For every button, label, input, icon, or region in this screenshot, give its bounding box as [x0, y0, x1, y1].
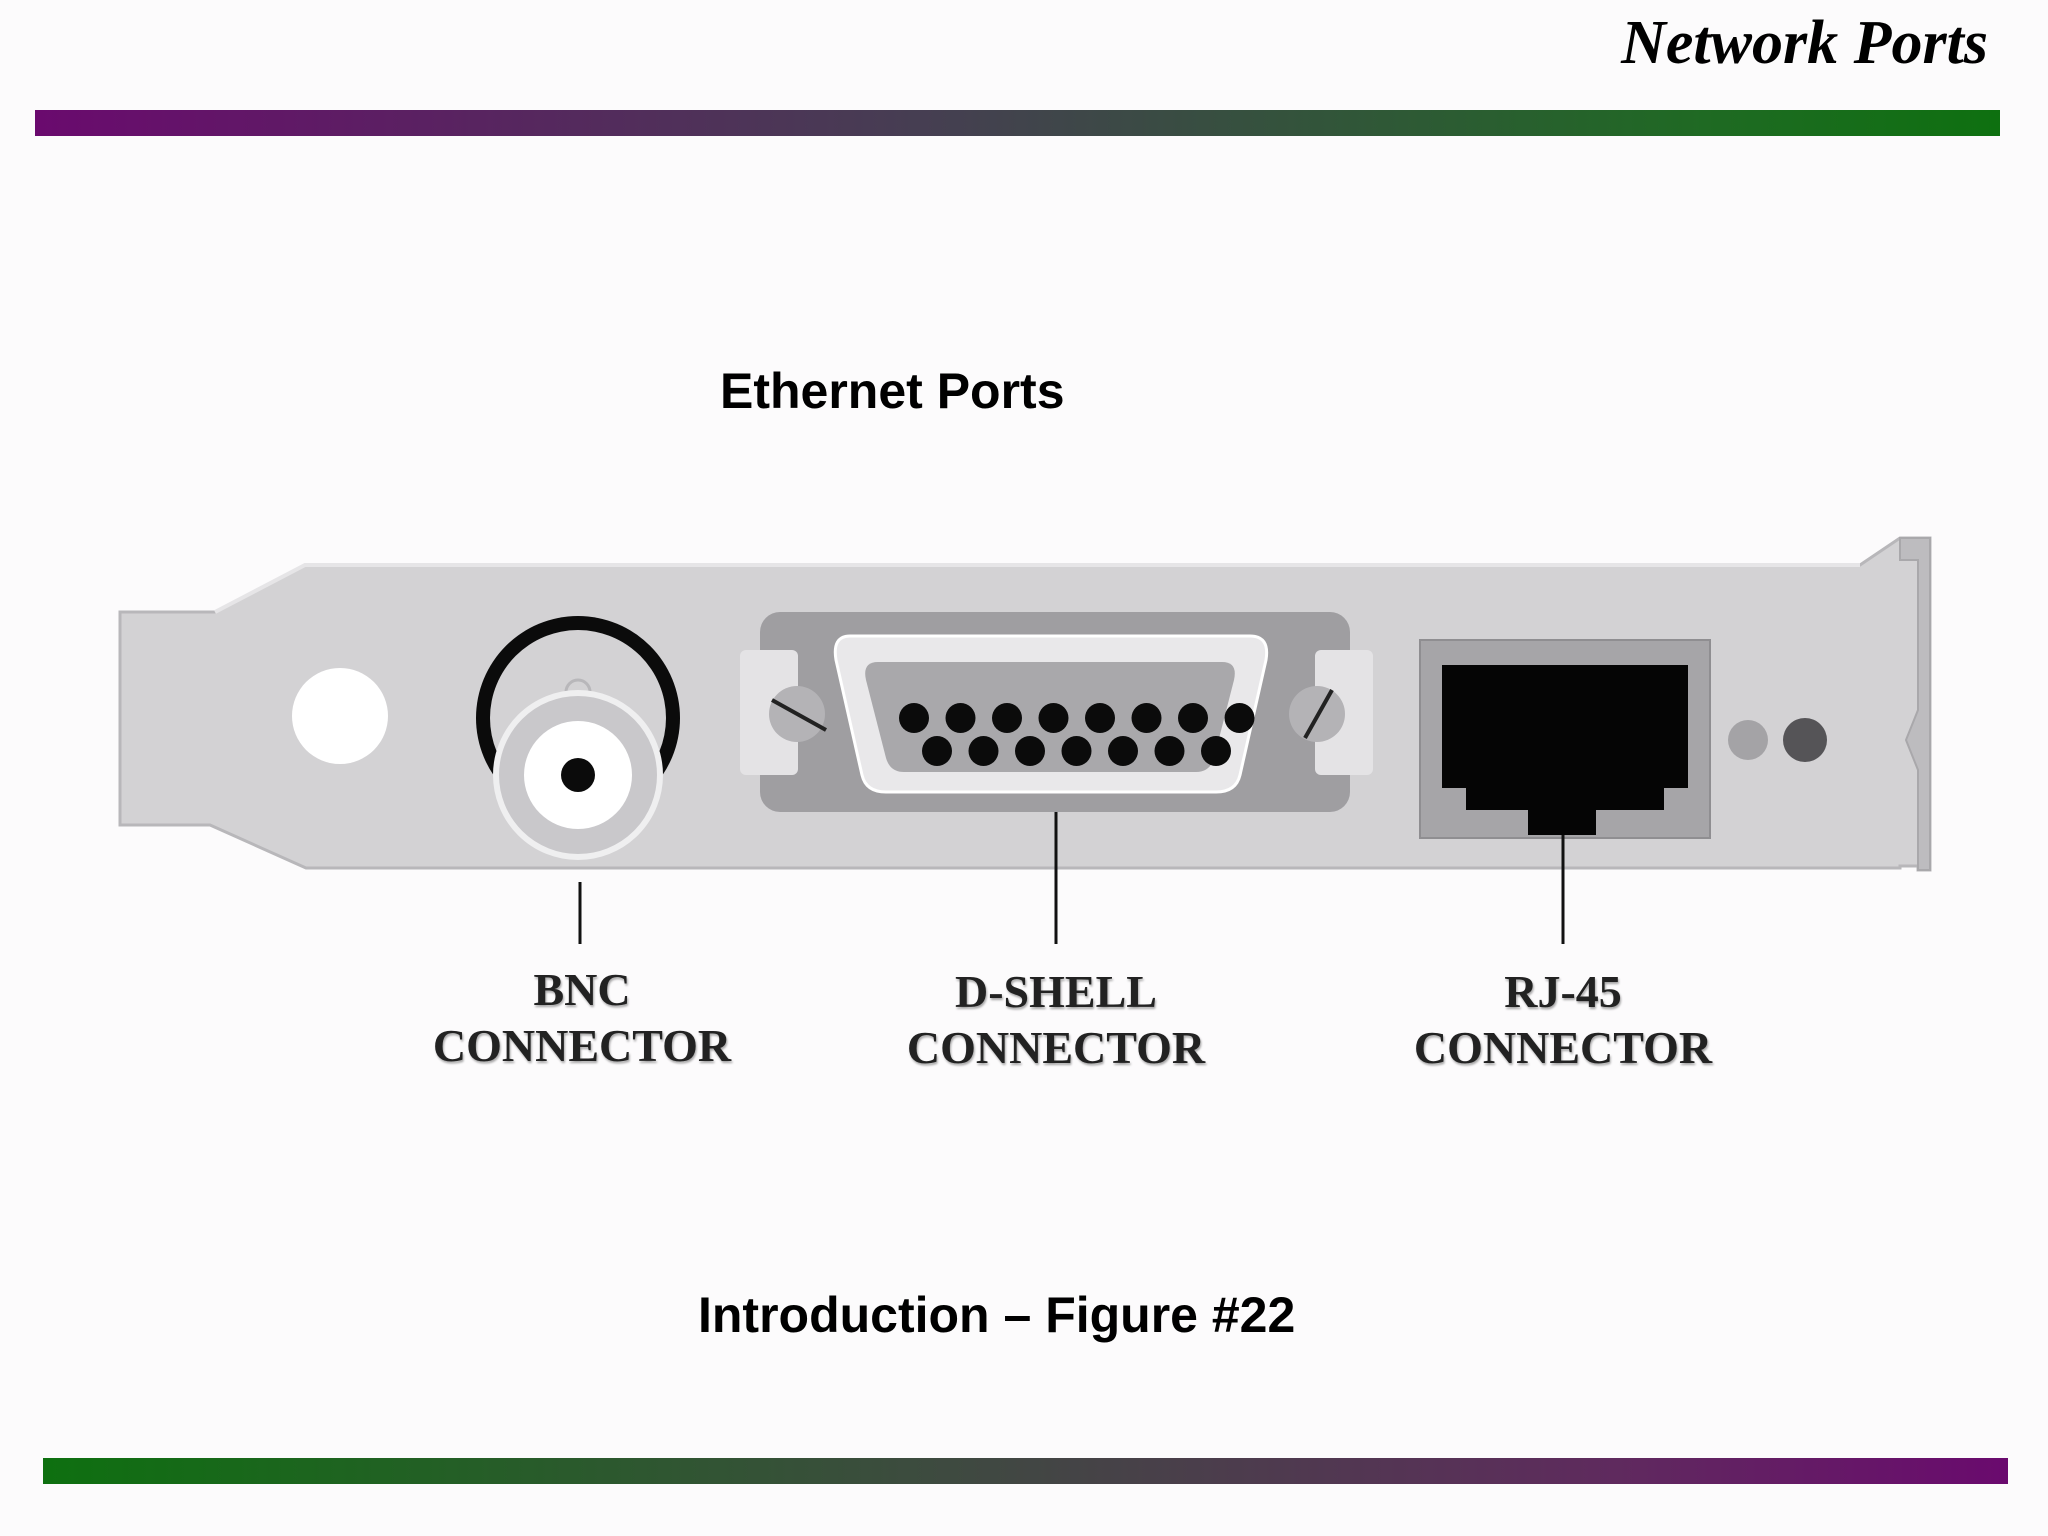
mounting-hole [292, 668, 388, 764]
dshell-pin [922, 736, 952, 766]
dshell-pin [1085, 703, 1115, 733]
d-shell-connector [740, 612, 1373, 812]
dshell-pin [1201, 736, 1231, 766]
dshell-pin [1224, 703, 1255, 733]
bnc-connector [476, 616, 680, 860]
dshell-connector-label: D-SHELL CONNECTOR [846, 964, 1266, 1076]
dshell-pin [945, 703, 976, 733]
dshell-pin [1178, 703, 1208, 733]
dshell-pin [899, 703, 929, 733]
bottom-gradient-bar [43, 1458, 2008, 1484]
bnc-label-line2: CONNECTOR [432, 1020, 732, 1071]
dshell-pin [1061, 736, 1092, 766]
dshell-pin [1131, 703, 1162, 733]
dshell-pin [1038, 703, 1069, 733]
rj45-label-line1: RJ-45 [1504, 966, 1622, 1017]
dshell-pin [968, 736, 999, 766]
section-heading: Ethernet Ports [720, 363, 1065, 419]
slide-title: Network Ports [1621, 9, 1988, 77]
dshell-label-line1: D-SHELL [955, 966, 1157, 1017]
dshell-pin [1015, 736, 1045, 766]
rj45-connector [1419, 639, 1711, 839]
rj45-connector-label: RJ-45 CONNECTOR [1353, 964, 1773, 1076]
dshell-pin [1108, 736, 1138, 766]
rj45-label-line2: CONNECTOR [1413, 1022, 1713, 1073]
top-gradient-bar [35, 110, 2000, 136]
led-right [1783, 718, 1827, 762]
bnc-label-line1: BNC [533, 964, 631, 1015]
dshell-label-line2: CONNECTOR [906, 1022, 1206, 1073]
bracket-tab [1899, 537, 1931, 871]
dshell-pin [992, 703, 1022, 733]
dshell-pin [1154, 736, 1185, 766]
led-left [1728, 720, 1768, 760]
figure-caption: Introduction – Figure #22 [698, 1287, 1296, 1343]
bnc-connector-label: BNC CONNECTOR [372, 962, 792, 1074]
